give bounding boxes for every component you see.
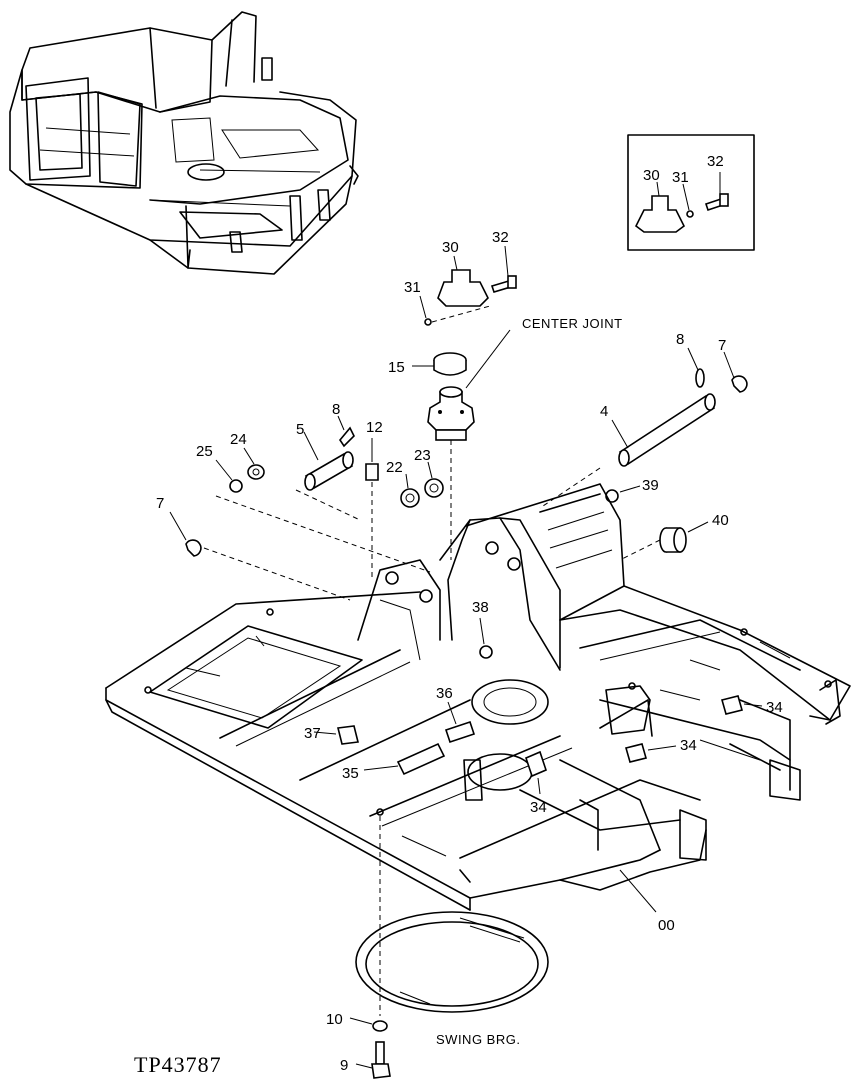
inset-detail-box: 30 31 32 <box>627 134 755 251</box>
callout-38: 38 <box>472 599 489 616</box>
callout-25: 25 <box>196 443 213 460</box>
callout-40: 40 <box>712 512 729 529</box>
callout-39: 39 <box>642 477 659 494</box>
callout-32-inset: 32 <box>707 153 724 170</box>
callout-15: 15 <box>388 359 405 376</box>
callout-7-right: 7 <box>718 337 726 354</box>
callout-31: 31 <box>404 279 421 296</box>
callout-23: 23 <box>414 447 431 464</box>
callout-30-inset: 30 <box>643 167 660 184</box>
pin-assembly-left: 5 8 12 22 23 24 25 7 <box>156 401 444 601</box>
callout-22: 22 <box>386 459 403 476</box>
swing-bearing: SWING BRG. <box>355 911 549 1047</box>
callout-5: 5 <box>296 421 304 438</box>
center-joint-assembly: 15 CENTER JOINT <box>388 316 623 560</box>
callout-12: 12 <box>366 419 383 436</box>
clamp-assembly: 30 31 32 <box>404 229 517 326</box>
callout-30: 30 <box>442 239 459 256</box>
callout-24: 24 <box>230 431 247 448</box>
callout-35: 35 <box>342 765 359 782</box>
callout-10: 10 <box>326 1011 343 1028</box>
callout-36: 36 <box>436 685 453 702</box>
callout-8-left: 8 <box>332 401 340 418</box>
callout-34-mid: 34 <box>680 737 697 754</box>
callout-32: 32 <box>492 229 509 246</box>
nut-and-gear-parts: 39 40 <box>605 477 729 561</box>
swing-bearing-label: SWING BRG. <box>436 1032 520 1047</box>
callout-4: 4 <box>600 403 608 420</box>
callout-31-inset: 31 <box>672 169 689 186</box>
pin-assembly-right: 8 7 4 <box>539 331 748 509</box>
callout-34-low: 34 <box>530 799 547 816</box>
bolt-and-washer: 10 9 <box>326 1011 391 1079</box>
machine-overview-illustration <box>9 11 359 275</box>
callout-00: 00 <box>658 917 675 934</box>
callout-8-right: 8 <box>676 331 684 348</box>
main-frame: 00 <box>105 483 851 1016</box>
callout-9: 9 <box>340 1057 348 1074</box>
figure-id: TP43787 <box>134 1052 222 1077</box>
callout-37: 37 <box>304 725 321 742</box>
center-joint-label: CENTER JOINT <box>522 316 623 331</box>
callout-34-right: 34 <box>766 699 783 716</box>
callout-7-left: 7 <box>156 495 164 512</box>
frame-fittings: 38 36 37 35 34 34 34 <box>304 599 783 816</box>
